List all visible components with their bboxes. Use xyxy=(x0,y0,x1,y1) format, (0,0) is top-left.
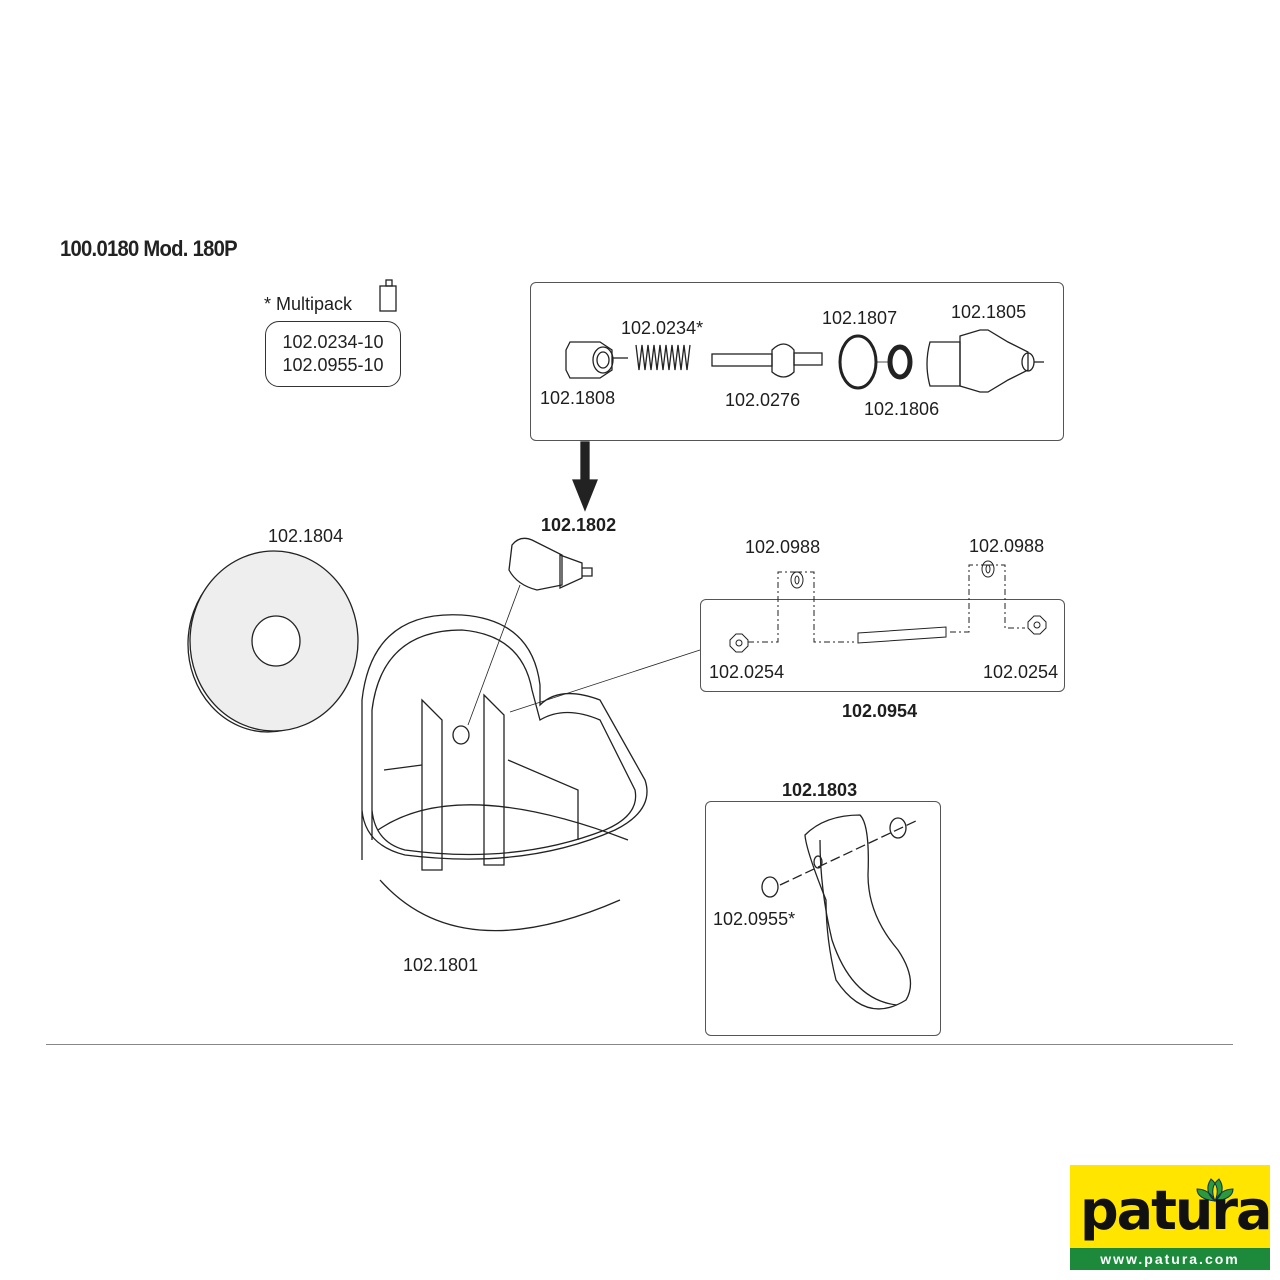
multipack-label: * Multipack xyxy=(264,294,353,314)
valve-assembly-drawing xyxy=(508,537,593,591)
bowl-drawing xyxy=(361,584,701,932)
part-label: 102.1808 xyxy=(540,388,616,408)
part-label: 102.1801 xyxy=(403,955,479,975)
paddle-box xyxy=(705,801,941,1036)
part-label-bold: 102.1803 xyxy=(782,780,858,800)
nut-1808-drawing xyxy=(565,341,628,379)
part-label-bold: 102.1802 xyxy=(541,515,617,535)
part-label: 102.1806 xyxy=(864,399,940,419)
multipack-icon xyxy=(379,279,397,312)
part-label: 102.1804 xyxy=(268,526,344,546)
piston-drawing xyxy=(711,343,823,378)
part-label: 102.0254 xyxy=(983,662,1059,682)
divider xyxy=(46,1044,1233,1045)
part-label: 102.0988 xyxy=(969,536,1045,556)
axle-set-drawing xyxy=(729,560,1047,653)
axle-set-box xyxy=(700,599,1065,692)
arrow-down-icon xyxy=(572,441,598,512)
o-ring-1807 xyxy=(838,334,878,390)
paddle-drawing xyxy=(761,814,919,1010)
page-title: 100.0180 Mod. 180P xyxy=(60,236,238,261)
o-ring-1806 xyxy=(887,344,913,380)
spring-drawing xyxy=(635,344,691,371)
valve-parts-box xyxy=(530,282,1064,441)
part-label-bold: 102.0954 xyxy=(842,701,918,721)
part-label: 102.0276 xyxy=(725,390,801,410)
part-label: 102.0988 xyxy=(745,537,821,557)
multipack-item: 102.0955-10 xyxy=(282,355,384,375)
part-label: 102.0234* xyxy=(621,318,704,338)
logo-url: www.patura.com xyxy=(1070,1248,1270,1270)
part-label: 102.0254 xyxy=(709,662,785,682)
part-label: 102.1805 xyxy=(951,302,1027,322)
patura-logo: patura www.patura.com xyxy=(1070,1165,1272,1270)
logo-brand: patura xyxy=(1080,1179,1272,1242)
leaf-icon xyxy=(1196,1178,1234,1202)
multipack-box: 102.0234-10 102.0955-10 xyxy=(265,321,401,387)
multipack-item: 102.0234-10 xyxy=(282,332,384,352)
part-label: 102.1807 xyxy=(822,308,898,328)
nipple-1805-drawing xyxy=(926,329,1044,393)
disk-drawing xyxy=(187,550,359,733)
part-label: 102.0955* xyxy=(713,909,796,929)
